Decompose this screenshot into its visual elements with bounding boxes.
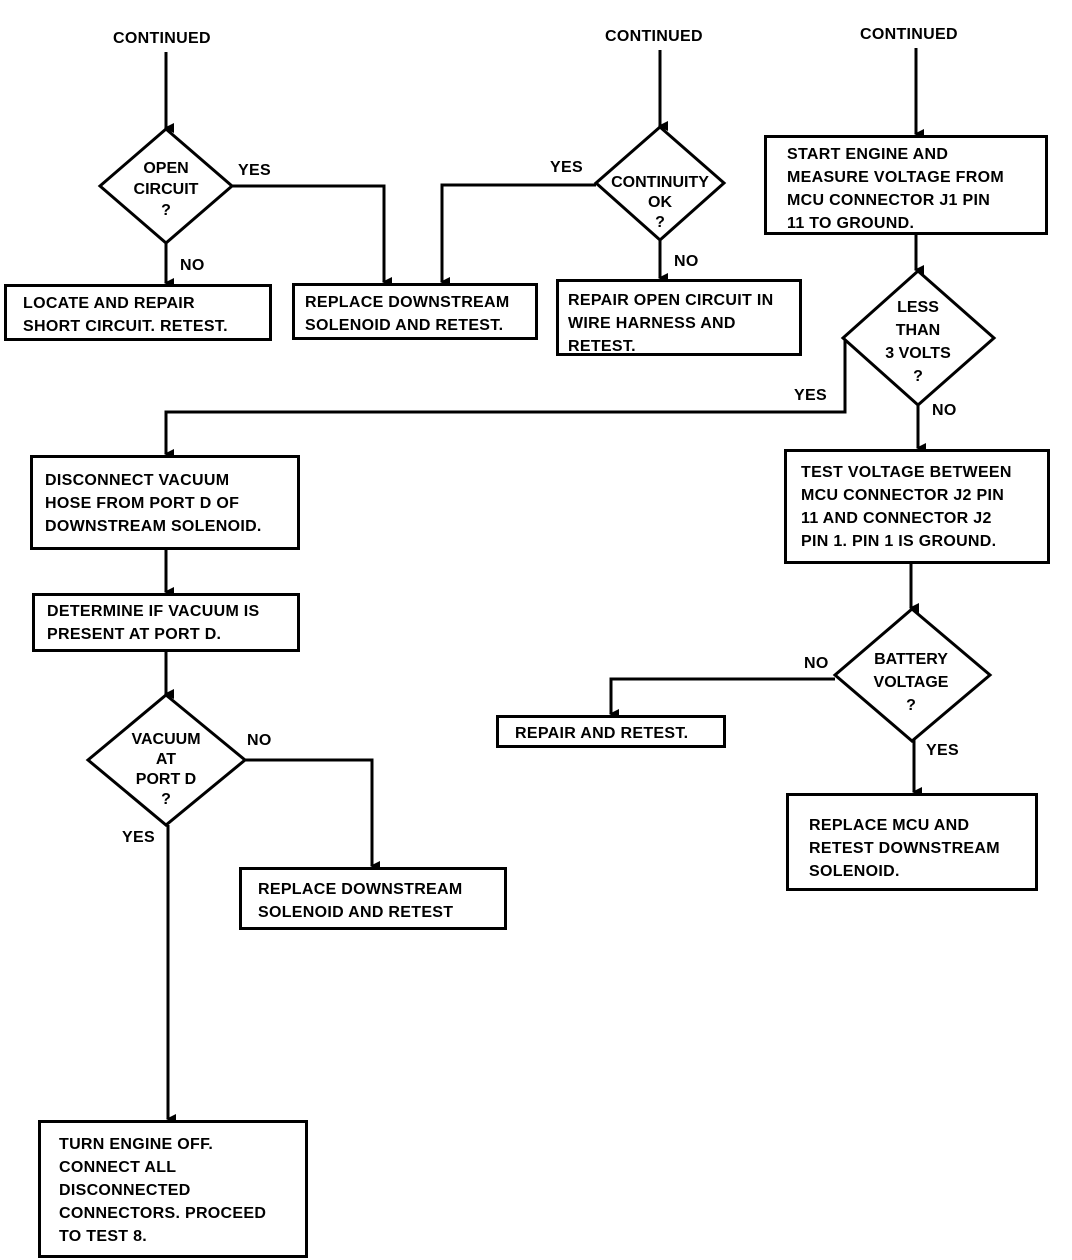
box-disconnect-hose: DISCONNECT VACUUM HOSE FROM PORT D OF DO… xyxy=(30,455,300,550)
line-less-yes xyxy=(164,338,847,459)
label-less-no: NO xyxy=(932,402,957,419)
label-continuity-no: NO xyxy=(674,253,699,270)
box-replace-solenoid-1: REPLACE DOWNSTREAM SOLENOID AND RETEST. xyxy=(292,283,538,340)
label-less-yes: YES xyxy=(794,387,827,404)
decision-open-circuit xyxy=(97,127,235,245)
header-continued-right: CONTINUED xyxy=(860,26,958,43)
box-determine-vacuum: DETERMINE IF VACUUM IS PRESENT AT PORT D… xyxy=(32,593,300,652)
line-bat-no xyxy=(609,677,835,719)
header-continued-middle: CONTINUED xyxy=(605,28,703,45)
decision-battery-voltage-text: BATTERY VOLTAGE ? xyxy=(873,651,949,714)
decision-open-circuit-text: OPEN CIRCUIT ? xyxy=(133,160,199,219)
box-locate-repair: LOCATE AND REPAIR SHORT CIRCUIT. RETEST. xyxy=(4,284,272,341)
label-open-no: NO xyxy=(180,257,205,274)
box-repair-open: REPAIR OPEN CIRCUIT IN WIRE HARNESS AND … xyxy=(556,279,802,356)
label-vacuum-yes: YES xyxy=(122,829,155,846)
box-turn-engine-off: TURN ENGINE OFF. CONNECT ALL DISCONNECTE… xyxy=(38,1120,308,1258)
label-vacuum-no: NO xyxy=(247,732,272,749)
line-cont-yes xyxy=(440,183,596,287)
box-start-engine: START ENGINE AND MEASURE VOLTAGE FROM MC… xyxy=(764,135,1048,235)
decision-less-than-3v-text: LESS THAN 3 VOLTS ? xyxy=(885,299,951,385)
box-replace-solenoid-2: REPLACE DOWNSTREAM SOLENOID AND RETEST xyxy=(239,867,507,930)
decision-continuity-ok xyxy=(593,125,727,243)
label-battery-yes: YES xyxy=(926,742,959,759)
label-continuity-yes: YES xyxy=(550,159,583,176)
line-vac-no xyxy=(245,758,380,871)
label-open-yes: YES xyxy=(238,162,271,179)
decision-less-than-3v xyxy=(840,268,997,408)
box-replace-mcu: REPLACE MCU AND RETEST DOWNSTREAM SOLENO… xyxy=(786,793,1038,891)
box-repair-retest: REPAIR AND RETEST. xyxy=(496,715,726,748)
line-open-yes xyxy=(232,184,392,287)
box-test-voltage: TEST VOLTAGE BETWEEN MCU CONNECTOR J2 PI… xyxy=(784,449,1050,564)
header-continued-left: CONTINUED xyxy=(113,30,211,47)
label-battery-no: NO xyxy=(804,655,829,672)
decision-continuity-ok-text: CONTINUITY OK ? xyxy=(611,174,709,231)
decision-battery-voltage xyxy=(832,607,993,743)
decision-vacuum-port-d xyxy=(85,693,248,827)
decision-vacuum-port-d-text: VACUUM AT PORT D ? xyxy=(131,731,201,808)
